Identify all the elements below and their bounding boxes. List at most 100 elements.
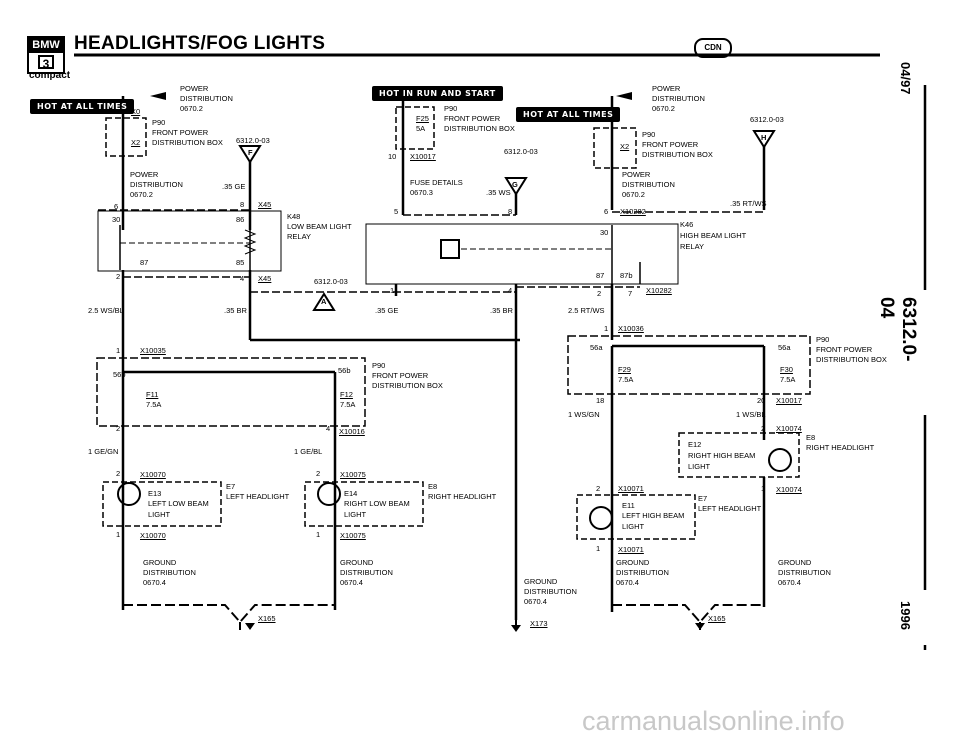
label: FRONT POWER xyxy=(444,114,501,123)
ref-label: 6312.0-03 xyxy=(236,136,270,145)
label: E14 xyxy=(344,489,358,498)
connector-label: X10074 xyxy=(776,485,802,494)
pin-label: 1 xyxy=(761,484,766,493)
connector-label: X10075 xyxy=(340,531,366,540)
fuse-label: F25 xyxy=(416,114,429,123)
label: RIGHT HEADLIGHT xyxy=(428,492,497,501)
label: POWER xyxy=(652,84,681,93)
label: LIGHT xyxy=(622,522,645,531)
cd-icon: CDN xyxy=(694,38,732,58)
connector-label: X10017 xyxy=(776,396,802,405)
pin-label: 7 xyxy=(628,289,633,298)
label: DISTRIBUTION xyxy=(622,180,675,189)
fuse-rating: 7.5A xyxy=(146,400,162,409)
connector-label: X10071 xyxy=(618,484,644,493)
connector-label: X10282 xyxy=(620,207,646,216)
label: LEFT HEADLIGHT xyxy=(226,492,290,501)
connector-label: X10074 xyxy=(776,424,802,433)
label: LEFT HEADLIGHT xyxy=(698,504,762,513)
fuse-label: F29 xyxy=(618,365,631,374)
pin-label: 8 xyxy=(508,207,513,216)
pin-label: 18 xyxy=(596,396,605,405)
wire-label: 1 WS/BL xyxy=(736,410,766,419)
label: DISTRIBUTION xyxy=(652,94,705,103)
ref-label: 6312.0-03 xyxy=(750,115,784,124)
ref-label: 6312.0-03 xyxy=(314,277,348,286)
connector-label: X10016 xyxy=(339,427,365,436)
label: 0670.2 xyxy=(180,104,203,113)
pin-label: 2 xyxy=(597,289,602,298)
label: P90 xyxy=(642,130,656,139)
label: FUSE DETAILS xyxy=(410,178,463,187)
pin-label: 87 xyxy=(140,258,149,267)
wire-label: .35 WS xyxy=(486,188,511,197)
connector-label: X10017 xyxy=(410,152,436,161)
label: DISTRIBUTION xyxy=(524,587,577,596)
connector-label: X2 xyxy=(620,142,630,151)
pin-label: 56b xyxy=(113,370,126,379)
wire-label: 1 GE/GN xyxy=(88,447,119,456)
label: K46 xyxy=(680,220,694,229)
wire-label: .35 BR xyxy=(224,306,247,315)
label: FRONT POWER xyxy=(642,140,699,149)
label: DISTRIBUTION BOX xyxy=(372,381,443,390)
label: POWER xyxy=(622,170,651,179)
label: E7 xyxy=(226,482,236,491)
label: DISTRIBUTION BOX xyxy=(152,138,223,147)
pin-label: 30 xyxy=(600,228,609,237)
label: LIGHT xyxy=(688,462,711,471)
label: LOW BEAM LIGHT xyxy=(287,222,352,231)
wire-label: .35 GE xyxy=(222,182,246,191)
label: E7 xyxy=(698,494,708,503)
label: DISTRIBUTION xyxy=(130,180,183,189)
label: GROUND xyxy=(143,558,177,567)
page-title: HEADLIGHTS/FOG LIGHTS xyxy=(74,33,326,54)
label: FRONT POWER xyxy=(152,128,209,137)
label: P90 xyxy=(372,361,386,370)
pin-label: 1 xyxy=(316,530,321,539)
connector-label: X10070 xyxy=(140,470,166,479)
label: 0670.4 xyxy=(340,578,363,587)
pin-label: 56b xyxy=(338,366,351,375)
label: 0670.4 xyxy=(524,597,547,606)
label: RIGHT HEADLIGHT xyxy=(806,443,875,452)
label: P90 xyxy=(816,335,830,344)
wire-label: .35 RT/WS xyxy=(730,199,767,208)
connector-label: X10075 xyxy=(340,470,366,479)
fuse-rating: 7.5A xyxy=(340,400,356,409)
pin-label: 2 xyxy=(316,469,321,478)
label: E11 xyxy=(622,501,635,510)
bmw-badge: BMW 3 xyxy=(27,36,65,74)
label: 0670.2 xyxy=(622,190,645,199)
label: 0670.2 xyxy=(130,190,153,199)
pin-label: 8 xyxy=(240,200,245,209)
label: RIGHT LOW BEAM xyxy=(344,499,410,508)
pin-label: 87b xyxy=(620,271,633,280)
pin-label: 6 xyxy=(114,202,119,211)
label: E8 xyxy=(428,482,438,491)
label: GROUND xyxy=(340,558,374,567)
pin-label: 10 xyxy=(388,152,397,161)
label: RELAY xyxy=(680,242,705,251)
label: DISTRIBUTION xyxy=(180,94,233,103)
label: GROUND xyxy=(524,577,558,586)
wire-label: .35 GE xyxy=(375,306,399,315)
badge-series: 3 xyxy=(38,55,54,71)
connector-label: X10070 xyxy=(140,531,166,540)
pin-label: 1 xyxy=(596,544,601,553)
wire-label: 2.5 WS/BL xyxy=(88,306,124,315)
label: FRONT POWER xyxy=(372,371,429,380)
label: LEFT HIGH BEAM xyxy=(622,511,685,520)
connector-label: X165 xyxy=(258,614,276,623)
label: E8 xyxy=(806,433,816,442)
label: RELAY xyxy=(287,232,312,241)
flag-label: H xyxy=(761,133,767,142)
flag-label: A xyxy=(321,297,327,306)
label: P90 xyxy=(444,104,458,113)
fuse-label: F12 xyxy=(340,390,353,399)
hot-badge-left: HOT AT ALL TIMES xyxy=(30,99,135,114)
label: DISTRIBUTION xyxy=(616,568,669,577)
pin-label: 1 xyxy=(116,346,121,355)
label: DISTRIBUTION xyxy=(143,568,196,577)
